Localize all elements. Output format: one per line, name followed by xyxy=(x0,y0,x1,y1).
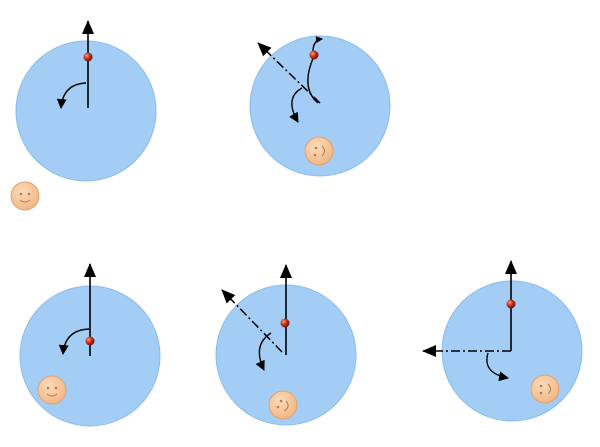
observer-face xyxy=(10,181,40,211)
observer-face xyxy=(37,375,67,405)
ball xyxy=(309,50,319,60)
panel-3 xyxy=(19,263,161,427)
dashed-ray xyxy=(257,42,321,104)
ball xyxy=(506,299,516,309)
rotation-arrow xyxy=(58,328,90,355)
panel-2 xyxy=(249,35,391,177)
observer-face xyxy=(530,374,560,404)
rotation-arrow xyxy=(289,87,303,123)
rotation-arrow xyxy=(56,82,87,109)
dashed-ray xyxy=(221,289,283,353)
ball xyxy=(85,336,95,346)
panel-5 xyxy=(422,260,583,422)
rotation-arrow xyxy=(255,332,272,371)
panel-4 xyxy=(215,264,357,426)
panel-1 xyxy=(10,20,157,211)
ball-trail xyxy=(307,55,319,104)
observer-face xyxy=(304,136,334,166)
rotating-disk xyxy=(249,35,391,177)
ball xyxy=(83,52,93,62)
observer-face xyxy=(268,390,298,420)
ball xyxy=(280,318,290,328)
rotating-disk xyxy=(15,40,157,182)
rotation-arrow xyxy=(486,352,509,382)
